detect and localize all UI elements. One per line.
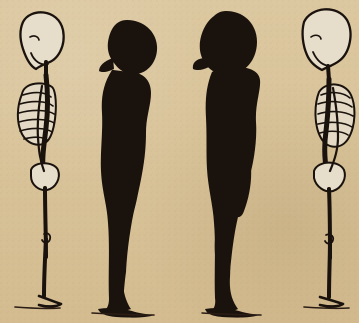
right-tibia bbox=[329, 239, 330, 297]
left-tibia bbox=[44, 239, 46, 296]
